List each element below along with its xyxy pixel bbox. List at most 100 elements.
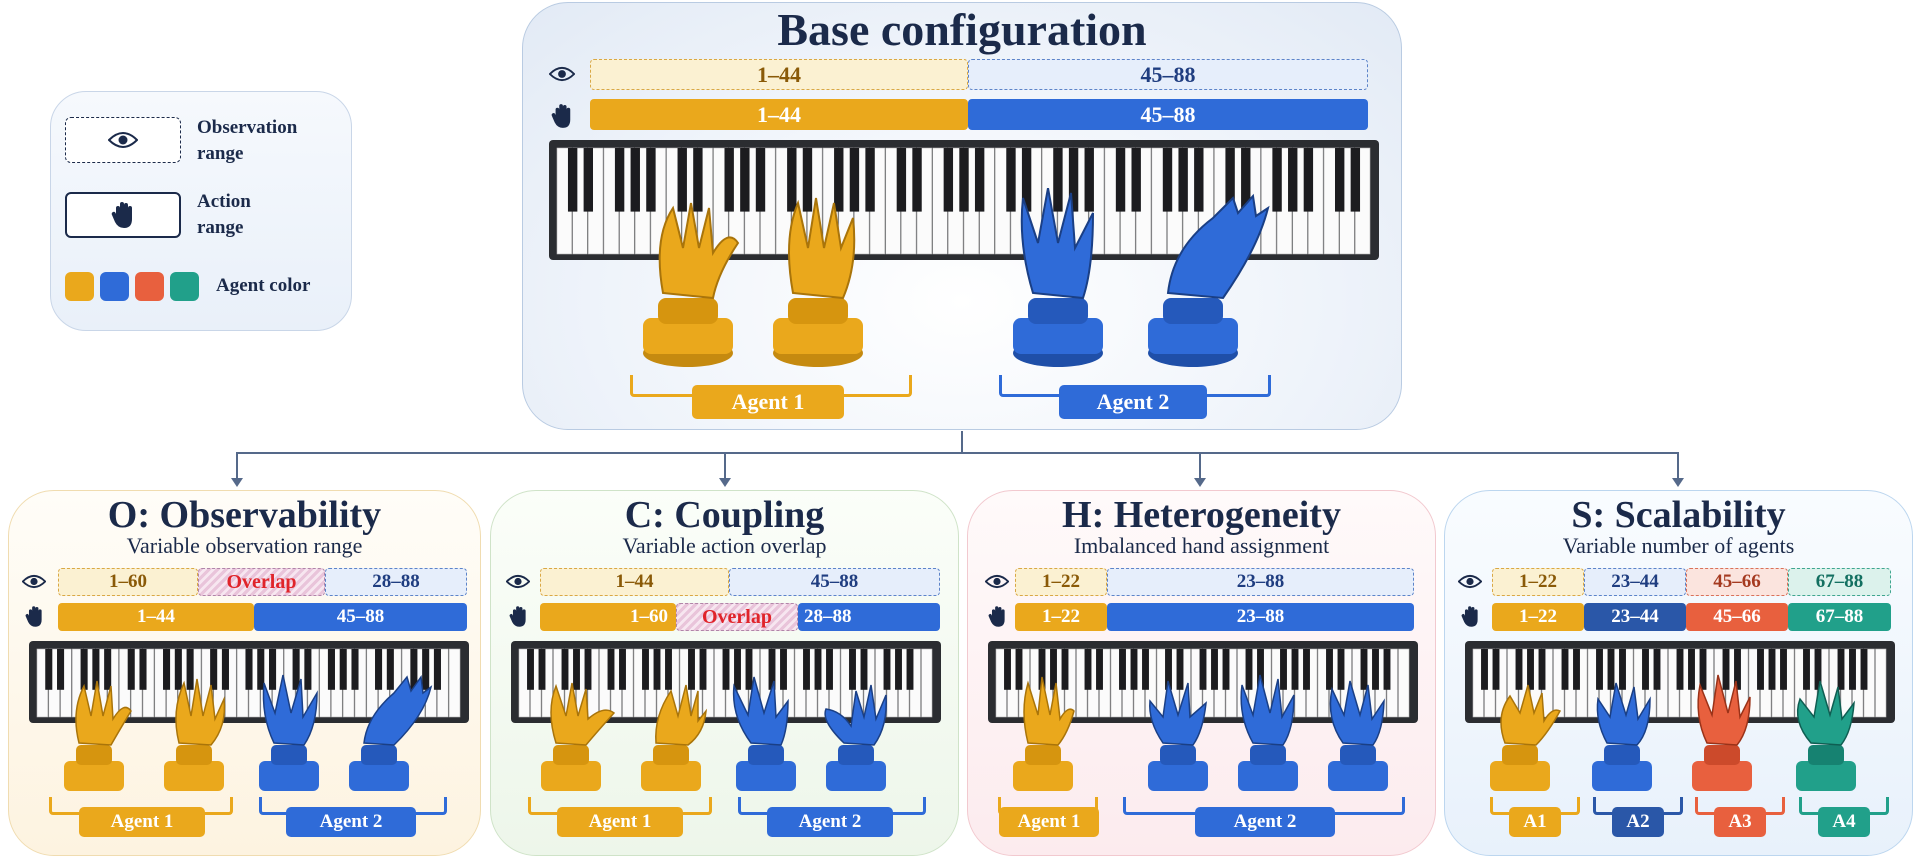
black-key bbox=[92, 649, 100, 690]
black-key bbox=[1303, 649, 1310, 690]
black-key bbox=[849, 649, 856, 690]
black-key bbox=[433, 649, 441, 690]
black-key bbox=[974, 148, 985, 212]
black-key bbox=[573, 649, 580, 690]
a4-tag: A4 bbox=[1818, 807, 1870, 837]
black-key bbox=[1780, 649, 1787, 690]
arrow-h-icon bbox=[1194, 478, 1206, 487]
black-key bbox=[1165, 649, 1172, 690]
black-key bbox=[1734, 649, 1741, 690]
observability-subtitle: Variable observation range bbox=[126, 533, 363, 558]
black-key bbox=[630, 148, 640, 212]
black-key bbox=[1337, 649, 1345, 690]
black-key bbox=[906, 649, 914, 690]
black-key bbox=[895, 649, 902, 690]
robot-hand-blue-3 bbox=[1328, 680, 1388, 791]
white-key bbox=[1875, 648, 1887, 718]
hand-icon bbox=[986, 603, 1008, 629]
black-key bbox=[1061, 649, 1069, 690]
base-configuration-panel: Base configuration 1–44 45–88 1–44 45–88… bbox=[522, 2, 1402, 430]
black-key bbox=[1481, 649, 1488, 690]
base-act-range-2: 45–88 bbox=[968, 99, 1368, 130]
black-key bbox=[292, 649, 300, 690]
black-key bbox=[1350, 148, 1361, 212]
black-key bbox=[724, 148, 734, 212]
hand-icon bbox=[23, 603, 45, 629]
black-key bbox=[1199, 649, 1207, 690]
black-key bbox=[584, 649, 592, 690]
legend-action-text-2: range bbox=[197, 217, 244, 238]
robot-hands-illustration bbox=[1013, 674, 1388, 791]
black-key bbox=[1722, 649, 1730, 690]
hand-icon bbox=[111, 202, 132, 228]
robot-hand-yellow-1 bbox=[541, 682, 616, 791]
o-act-range-1: 1–44 bbox=[58, 603, 254, 631]
black-key bbox=[787, 148, 797, 212]
legend: Observation range Action range Agent col… bbox=[50, 91, 352, 331]
black-key bbox=[614, 148, 625, 212]
black-key bbox=[1768, 649, 1776, 690]
black-key bbox=[1142, 649, 1149, 690]
black-key bbox=[688, 649, 695, 690]
black-key bbox=[1241, 148, 1251, 212]
hand-icon bbox=[507, 603, 529, 629]
a1-tag: A1 bbox=[1509, 807, 1561, 837]
black-key bbox=[174, 649, 182, 690]
piano-keyboard bbox=[988, 641, 1418, 723]
black-key bbox=[1272, 148, 1282, 212]
black-key bbox=[1257, 649, 1264, 690]
c-act-overlap: Overlap bbox=[676, 603, 798, 631]
black-key bbox=[583, 148, 594, 212]
black-key bbox=[1119, 649, 1126, 690]
legend-observation-text-1: Observation bbox=[197, 117, 298, 138]
black-key bbox=[1619, 649, 1626, 690]
black-key bbox=[607, 649, 615, 690]
black-key bbox=[1757, 649, 1764, 690]
connector-bar bbox=[236, 452, 1678, 454]
black-key bbox=[1004, 649, 1011, 690]
black-key bbox=[163, 649, 171, 690]
black-key bbox=[561, 649, 569, 690]
eye-icon bbox=[21, 571, 47, 591]
a2-tag: A2 bbox=[1612, 807, 1664, 837]
a3-tag: A3 bbox=[1714, 807, 1766, 837]
black-key bbox=[104, 649, 112, 690]
agent-1-tag: Agent 1 bbox=[999, 807, 1099, 837]
black-key bbox=[1676, 649, 1684, 690]
base-obs-range-1: 1–44 bbox=[590, 59, 968, 90]
black-key bbox=[1291, 649, 1299, 690]
scalability-subtitle: Variable number of agents bbox=[1562, 533, 1795, 558]
black-key bbox=[642, 649, 649, 690]
observability-panel: O: Observability Variable observation ra… bbox=[8, 490, 481, 856]
black-key bbox=[834, 148, 844, 212]
black-key bbox=[814, 649, 822, 690]
h-act-range-1: 1–22 bbox=[1015, 603, 1107, 631]
black-key bbox=[1642, 649, 1649, 690]
black-key bbox=[849, 148, 860, 212]
black-key bbox=[619, 649, 626, 690]
black-key bbox=[375, 649, 383, 690]
black-key bbox=[1360, 649, 1368, 690]
black-key bbox=[912, 148, 922, 212]
robot-hand-blue-1 bbox=[1148, 680, 1208, 791]
robot-hand-blue bbox=[1592, 682, 1652, 791]
s-act-range-1: 1–22 bbox=[1492, 603, 1584, 631]
white-key bbox=[921, 648, 933, 718]
black-key bbox=[1288, 148, 1298, 212]
c-obs-range-2: 45–88 bbox=[729, 568, 940, 596]
black-key bbox=[1688, 649, 1695, 690]
black-key bbox=[755, 148, 766, 212]
black-key bbox=[1021, 148, 1032, 212]
o-obs-range-2: 28–88 bbox=[325, 568, 467, 596]
heterogeneity-title: H: Heterogeneity bbox=[1062, 494, 1341, 536]
robot-hand-blue-2 bbox=[1238, 674, 1298, 791]
hand-icon bbox=[549, 101, 575, 131]
black-key bbox=[351, 649, 359, 690]
robot-hand-yellow-1 bbox=[1013, 676, 1075, 791]
legend-observation-label: Observation range bbox=[197, 115, 297, 167]
robot-hands-illustration bbox=[64, 674, 433, 791]
robot-hand-blue-2 bbox=[1148, 193, 1270, 367]
black-key bbox=[1245, 649, 1253, 690]
agent-1-tag: Agent 1 bbox=[557, 807, 683, 837]
black-key bbox=[527, 649, 534, 690]
